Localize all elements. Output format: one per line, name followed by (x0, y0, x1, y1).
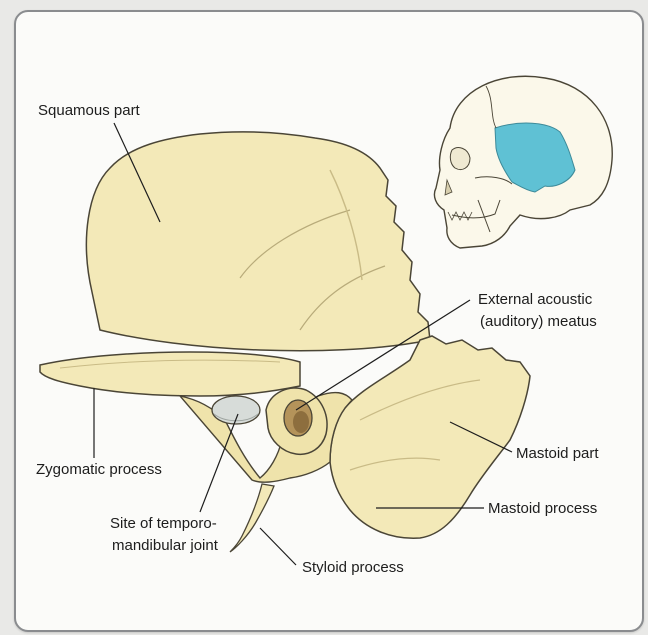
label-squamous-part: Squamous part (38, 102, 141, 119)
meatus-inner-shadow (293, 411, 309, 433)
petrous-lower-body (180, 393, 352, 483)
squamous-part-shape (86, 132, 430, 351)
zygomatic-process-shape (40, 352, 300, 396)
label-tmj-line1: Site of temporo- (110, 515, 217, 532)
label-mastoid-process: Mastoid process (488, 500, 597, 517)
label-zygomatic-process: Zygomatic process (36, 461, 162, 478)
skull-inset-illustration (434, 76, 612, 248)
leader-styloid (260, 528, 296, 565)
label-external-acoustic-meatus-line2: (auditory) meatus (480, 313, 597, 330)
label-mastoid-part: Mastoid part (516, 445, 599, 462)
label-tmj-line2: mandibular joint (112, 537, 219, 554)
skull-eye-socket (450, 148, 470, 170)
label-external-acoustic-meatus-line1: External acoustic (478, 291, 593, 308)
label-styloid-process: Styloid process (302, 559, 404, 576)
styloid-process-shape (230, 484, 274, 552)
